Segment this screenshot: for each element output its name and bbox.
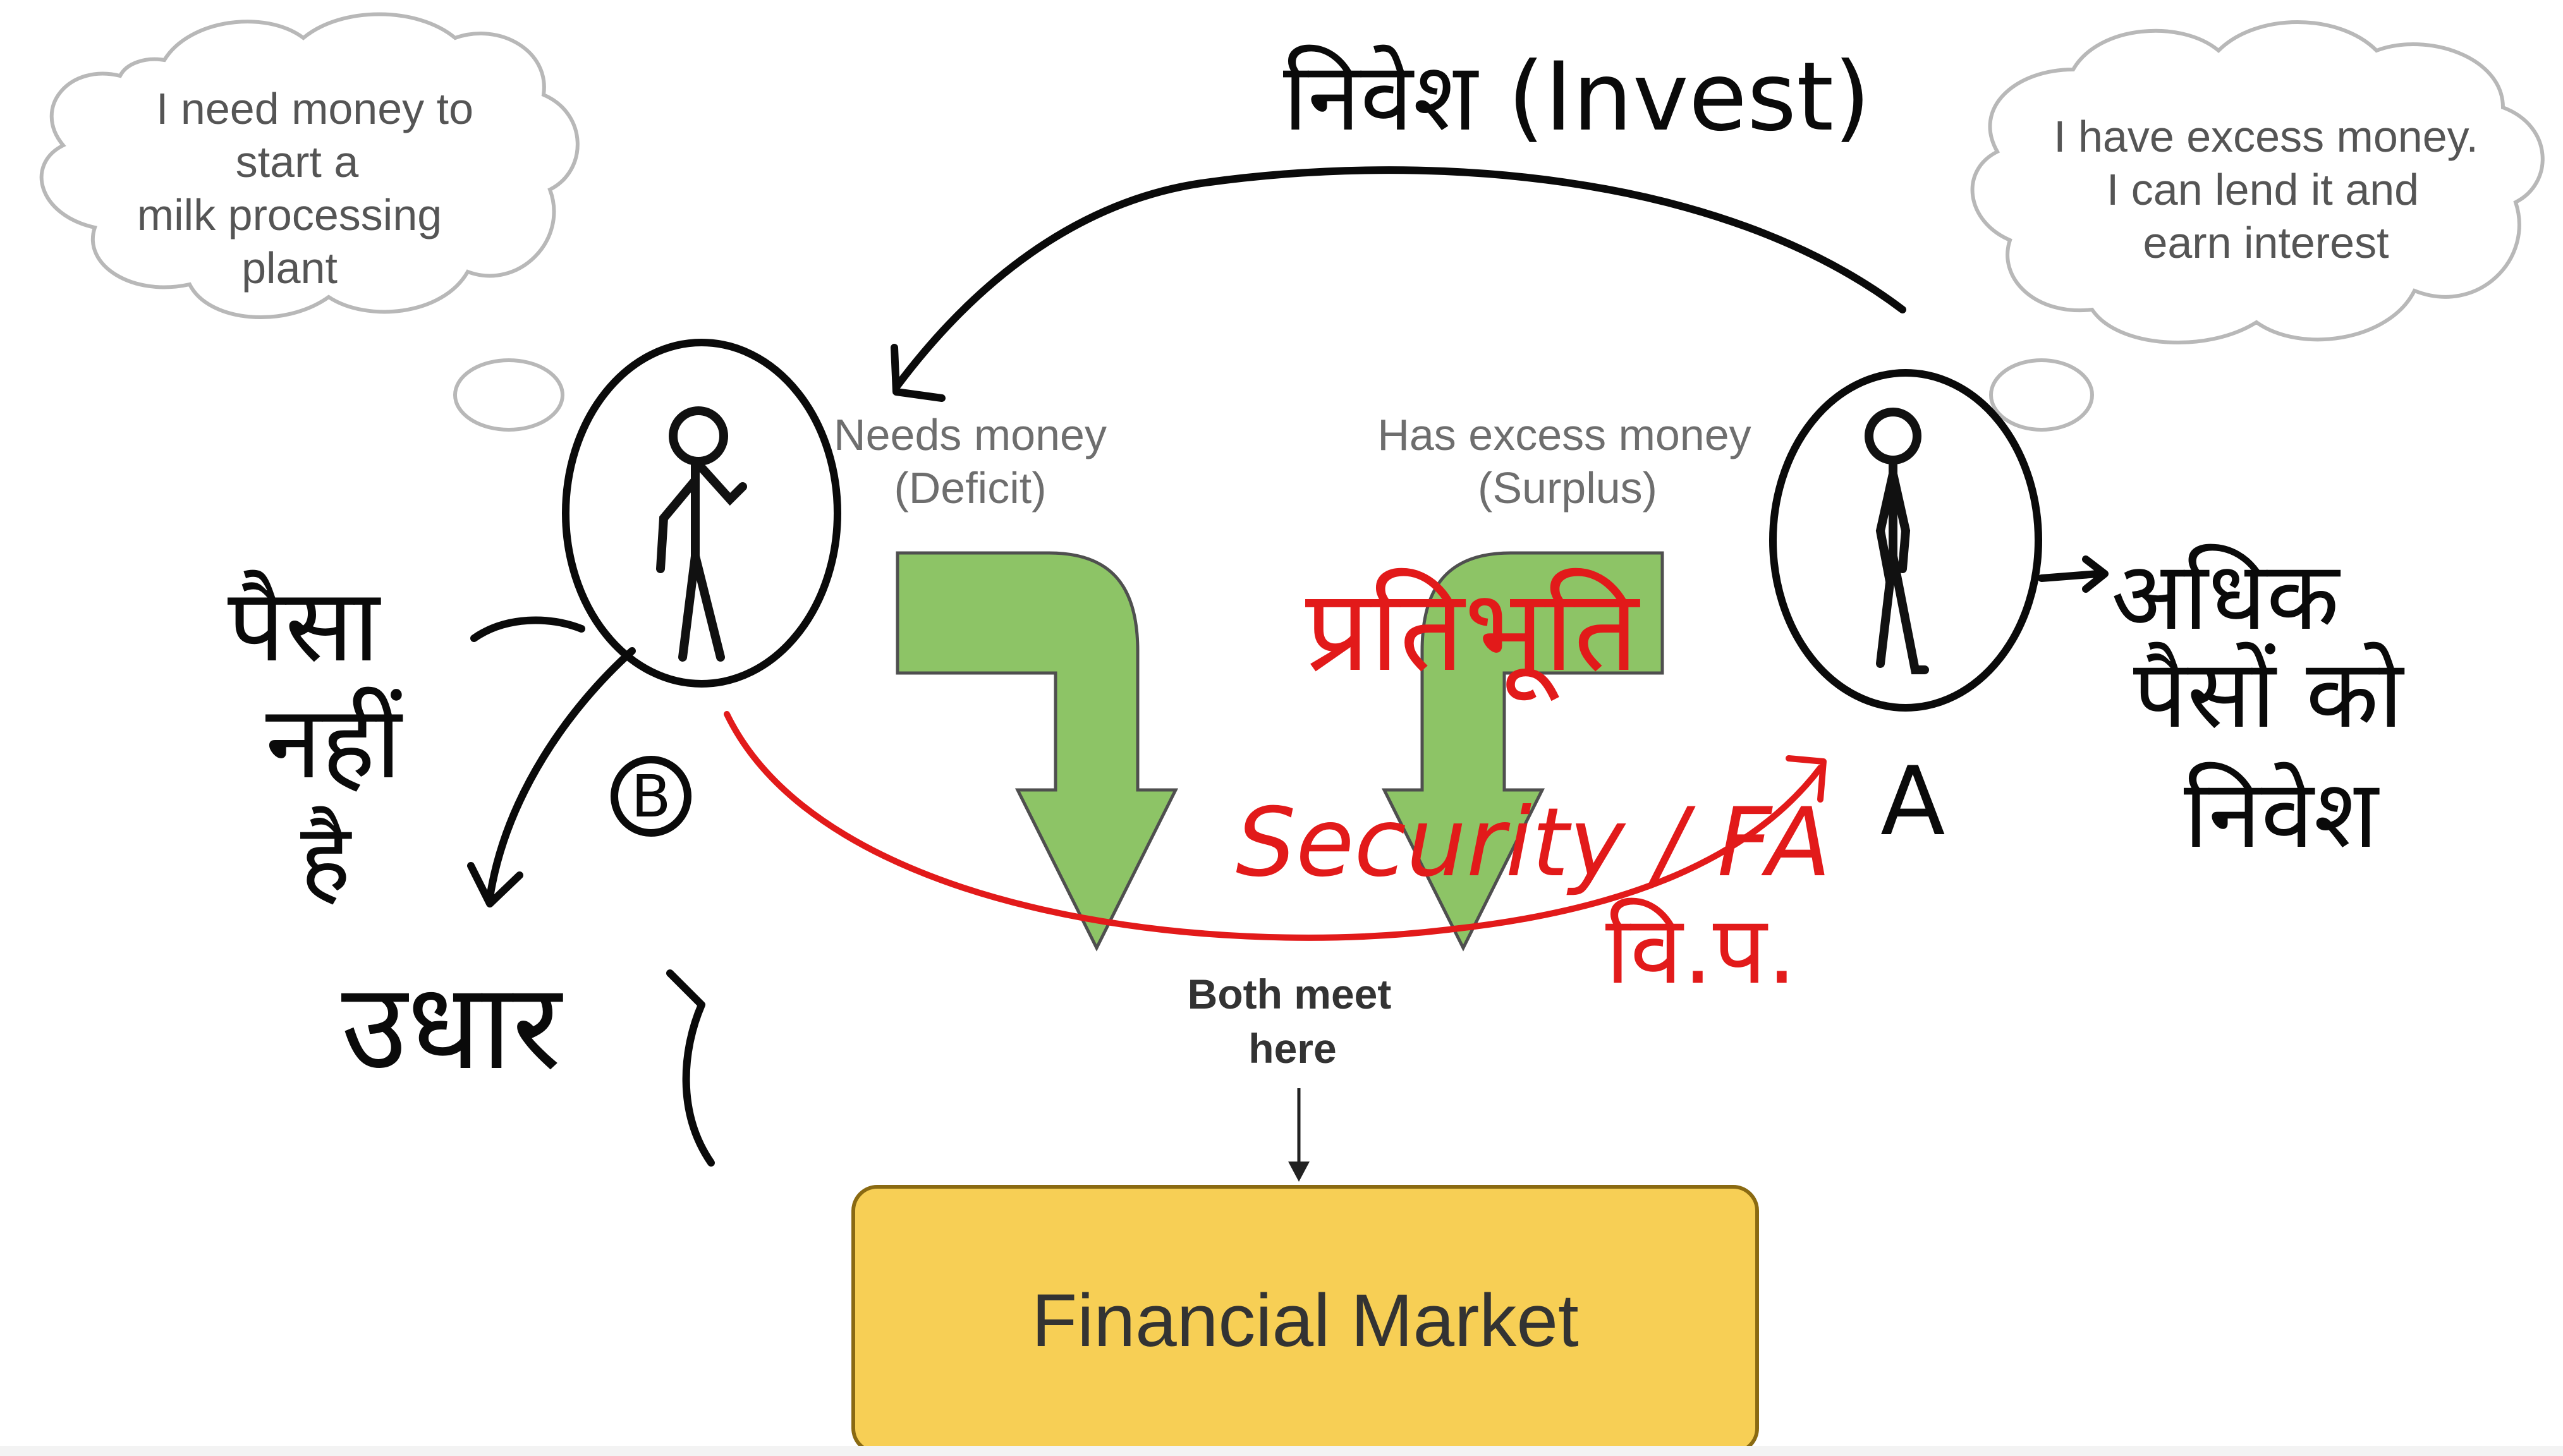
surplus-pointer-head — [2082, 555, 2109, 593]
borrower-thought-cloud: I need money to start a milk processing … — [39, 12, 580, 432]
label-b: B — [631, 763, 671, 830]
borrow-arrow — [486, 647, 636, 901]
security-english-label: Security / FA — [1236, 788, 1831, 898]
deficit-caption-line-1: Needs money — [834, 410, 1107, 459]
lender-circle — [1769, 369, 2042, 712]
financial-market-box: Financial Market — [851, 1185, 1759, 1454]
borrower-stick-figure — [656, 406, 747, 662]
borrower-thought-bubble — [453, 358, 564, 432]
deficit-caption-line-2: (Deficit) — [894, 463, 1046, 513]
meet-connector-arrow — [1288, 1088, 1310, 1182]
handwritten-annotations: निवेश (Invest) पैसा नहीं है उधार B A अधि… — [228, 42, 2404, 1167]
financial-market-label: Financial Market — [1032, 1279, 1579, 1362]
lender-thought-bubble — [1989, 358, 2094, 432]
no-money-pointer — [470, 616, 585, 642]
invest-annotation: निवेश (Invest) — [1283, 42, 1871, 152]
lender-cloud-shape — [1970, 20, 2545, 344]
surplus-caption-line-1: Has excess money — [1377, 410, 1751, 459]
no-money-word-1: पैसा — [228, 566, 381, 684]
surplus-word-2: पैसों को — [2133, 640, 2404, 749]
lender-thought-cloud: I have excess money. I can lend it and e… — [1970, 20, 2545, 432]
surplus-word-1: अधिक — [2111, 542, 2341, 652]
borrower-thought-line-2: start a — [236, 137, 359, 186]
no-money-word-2: नहीं — [265, 683, 403, 801]
lender-thought-line-3: earn interest — [2143, 218, 2389, 267]
borrow-annotation: उधार — [341, 957, 563, 1096]
label-a: A — [1880, 747, 1945, 857]
surplus-flow-arrow — [1381, 551, 1664, 952]
deficit-flow-arrow — [896, 551, 1179, 952]
security-hindi-label: प्रतिभूति — [1305, 565, 1641, 701]
borrower-circle — [562, 339, 841, 688]
label-b-circle — [611, 756, 691, 837]
bottom-edge-strip — [0, 1446, 2563, 1456]
borrower-thought-line-1: I need money to — [156, 84, 473, 133]
surplus-caption-line-2: (Surplus) — [1478, 463, 1657, 513]
security-arrow-head — [1786, 755, 1827, 803]
borrower-thought-line-4: plant — [241, 243, 338, 293]
security-abbr-label: वि.प. — [1605, 895, 1797, 1005]
invest-arrow-head — [891, 344, 946, 402]
surplus-word-3: निवेश — [2184, 760, 2380, 870]
borrow-flourish — [666, 969, 715, 1167]
borrower-thought-line-3: milk processing — [137, 190, 442, 240]
invest-arc — [894, 166, 1906, 389]
no-money-word-3: है — [300, 804, 352, 914]
red-annotations: प्रतिभूति Security / FA वि.प. — [724, 565, 1831, 1005]
meet-caption-line-2: here — [1248, 1025, 1336, 1072]
borrow-arrow-head — [467, 862, 523, 907]
lender-thought-line-2: I can lend it and — [2107, 165, 2419, 214]
surplus-pointer — [2038, 570, 2102, 582]
lender-thought-line-1: I have excess money. — [2054, 112, 2478, 161]
borrower-cloud-shape — [39, 12, 580, 319]
lender-stick-figure — [1865, 408, 1929, 674]
security-flow-arc — [724, 711, 1823, 941]
meet-caption-line-1: Both meet — [1188, 971, 1392, 1017]
